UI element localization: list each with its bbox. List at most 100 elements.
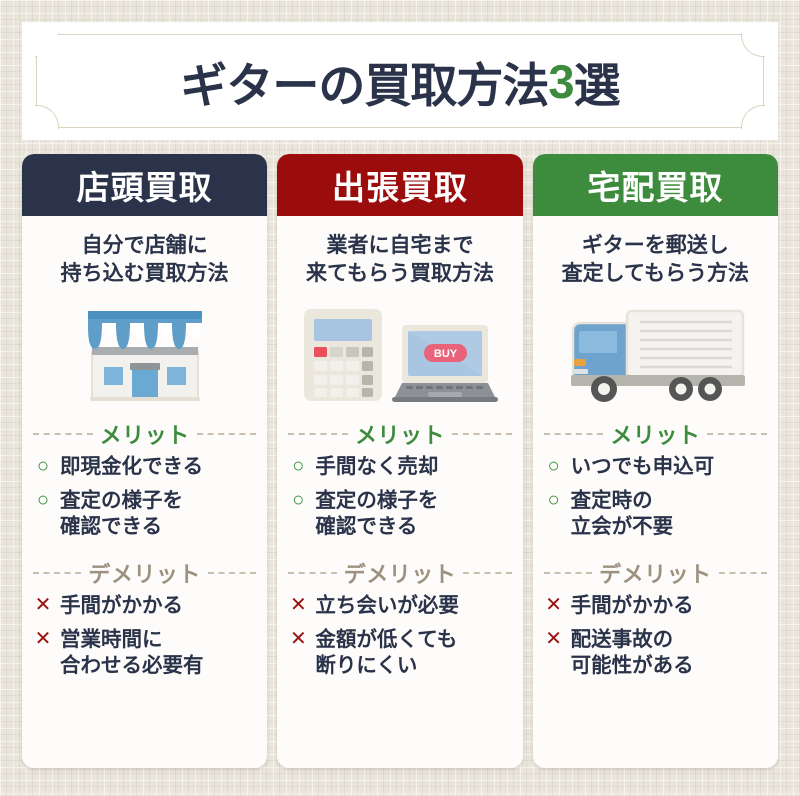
demerit-line: 合わせる必要有 — [60, 653, 204, 677]
dashed-rule-right — [707, 432, 767, 435]
description-line: 査定してもらう方法 — [561, 261, 749, 285]
laptop-icon: BUY — [392, 324, 499, 402]
method-card-visit: 出張買取 業者に自宅まで 来てもらう買取方法 — [277, 154, 523, 768]
list-item: ○ いつでも申込可 — [544, 454, 767, 480]
cross-mark-icon: ✕ — [545, 593, 563, 616]
merit-line: 査定時の — [570, 489, 653, 513]
demerit-text: 手間がかかる — [60, 593, 256, 619]
illustration-delivery-truck — [542, 292, 769, 410]
calculator-laptop-icon: BUY — [304, 308, 499, 402]
merit-text: 査定の様子を 確認できる — [315, 488, 511, 539]
dashed-rule-left — [543, 571, 593, 574]
demerit-list-store: ✕ 手間がかかる ✕ 営業時間に 合わせる必要有 — [31, 593, 258, 688]
merit-line: 査定の様子を — [60, 489, 183, 513]
list-item: ✕ 営業時間に 合わせる必要有 — [33, 627, 256, 678]
illustration-storefront — [31, 292, 258, 410]
circle-mark-icon: ○ — [292, 454, 305, 477]
list-item: ○ 査定時の 立会が不要 — [544, 488, 767, 539]
illustration-calculator-laptop: BUY — [286, 292, 513, 410]
cross-mark-icon: ✕ — [545, 628, 563, 651]
merit-label: メリット — [610, 422, 701, 448]
method-columns: 店頭買取 自分で店舗に 持ち込む買取方法 — [22, 154, 778, 768]
description-line: 自分で店舗に — [81, 234, 208, 257]
demerit-line: 立ち会いが必要 — [315, 593, 459, 617]
page-title-suffix: 選 — [573, 58, 621, 112]
demerit-line: 営業時間に — [60, 628, 163, 652]
dashed-rule-left — [543, 432, 604, 435]
demerit-text: 立ち会いが必要 — [315, 593, 511, 619]
method-header-visit: 出張買取 — [277, 154, 523, 216]
merit-text: 査定時の 立会が不要 — [571, 488, 767, 539]
dashed-rule-left — [33, 571, 82, 574]
method-description-store: 自分で店舗に 持ち込む買取方法 — [31, 232, 258, 288]
circle-mark-icon: ○ — [36, 454, 50, 477]
demerit-label: デメリット — [599, 561, 712, 587]
dashed-rule-right — [718, 571, 767, 574]
description-line: 来てもらう買取方法 — [306, 261, 494, 285]
demerit-label: デメリット — [88, 561, 201, 587]
merit-label: メリット — [99, 422, 190, 448]
method-card-delivery: 宅配買取 ギターを郵送し 査定してもらう方法 — [532, 154, 778, 768]
merit-heading-visit: メリット — [288, 418, 512, 450]
dashed-rule-left — [33, 432, 93, 435]
list-item: ○ 手間なく売却 — [288, 454, 511, 480]
merit-label: メリット — [354, 422, 445, 448]
list-item: ✕ 金額が低くても 断りにくい — [288, 627, 511, 678]
circle-mark-icon: ○ — [547, 454, 560, 477]
demerit-line: 配送事故の — [570, 628, 674, 652]
demerit-heading-delivery: デメリット — [543, 557, 767, 589]
demerit-text: 手間がかかる — [571, 593, 767, 619]
demerit-line: 可能性がある — [570, 653, 694, 677]
cross-mark-icon: ✕ — [34, 628, 52, 651]
dashed-rule-right — [463, 571, 512, 574]
method-header-delivery: 宅配買取 — [532, 154, 778, 216]
list-item: ✕ 立ち会いが必要 — [288, 593, 511, 619]
merit-list-delivery: ○ いつでも申込可 ○ 査定時の 立会が不要 — [542, 454, 769, 549]
description-line: 持ち込む買取方法 — [60, 261, 229, 285]
method-header-store: 店頭買取 — [22, 154, 268, 216]
circle-mark-icon: ○ — [547, 489, 560, 512]
dashed-rule-right — [196, 432, 257, 435]
list-item: ✕ 手間がかかる — [544, 593, 767, 619]
merit-text: いつでも申込可 — [571, 454, 767, 480]
merit-line: いつでも申込可 — [570, 454, 715, 478]
description-line: ギターを郵送し — [581, 234, 729, 257]
delivery-truck-icon — [571, 309, 746, 402]
method-description-visit: 業者に自宅まで 来てもらう買取方法 — [286, 232, 513, 288]
storefront-icon — [87, 310, 202, 401]
cross-mark-icon: ✕ — [289, 628, 307, 651]
merit-list-store: ○ 即現金化できる ○ 査定の様子を 確認できる — [31, 454, 258, 549]
demerit-label: デメリット — [343, 561, 457, 587]
dashed-rule-right — [452, 432, 512, 435]
merit-text: 手間なく売却 — [315, 454, 511, 480]
merit-text: 即現金化できる — [60, 454, 256, 480]
list-item: ✕ 手間がかかる — [33, 593, 256, 619]
merit-heading-delivery: メリット — [543, 418, 767, 450]
merit-line: 確認できる — [315, 515, 418, 539]
merit-line: 即現金化できる — [60, 454, 204, 478]
demerit-list-delivery: ✕ 手間がかかる ✕ 配送事故の 可能性がある — [542, 593, 769, 688]
method-body-delivery: ギターを郵送し 査定してもらう方法 — [533, 216, 778, 768]
dashed-rule-right — [207, 571, 257, 574]
method-description-delivery: ギターを郵送し 査定してもらう方法 — [542, 232, 769, 288]
demerit-text: 配送事故の 可能性がある — [571, 627, 767, 678]
method-card-store: 店頭買取 自分で店舗に 持ち込む買取方法 — [22, 154, 268, 768]
merit-list-visit: ○ 手間なく売却 ○ 査定の様子を 確認できる — [286, 454, 513, 549]
demerit-line: 断りにくい — [315, 653, 418, 677]
demerit-text: 金額が低くても 断りにくい — [315, 627, 511, 678]
merit-text: 査定の様子を 確認できる — [60, 488, 256, 539]
merit-heading-store: メリット — [33, 418, 257, 450]
demerit-text: 営業時間に 合わせる必要有 — [60, 627, 256, 678]
laptop-buy-label: BUY — [434, 348, 458, 360]
merit-line: 立会が不要 — [570, 515, 674, 539]
merit-line: 確認できる — [60, 515, 163, 539]
demerit-heading-visit: デメリット — [288, 557, 512, 589]
demerit-line: 手間がかかる — [570, 593, 694, 617]
page-title-prefix: ギターの買取方法 — [180, 58, 549, 112]
demerit-line: 金額が低くても — [315, 628, 458, 652]
dashed-rule-left — [288, 432, 348, 435]
circle-mark-icon: ○ — [36, 489, 50, 512]
